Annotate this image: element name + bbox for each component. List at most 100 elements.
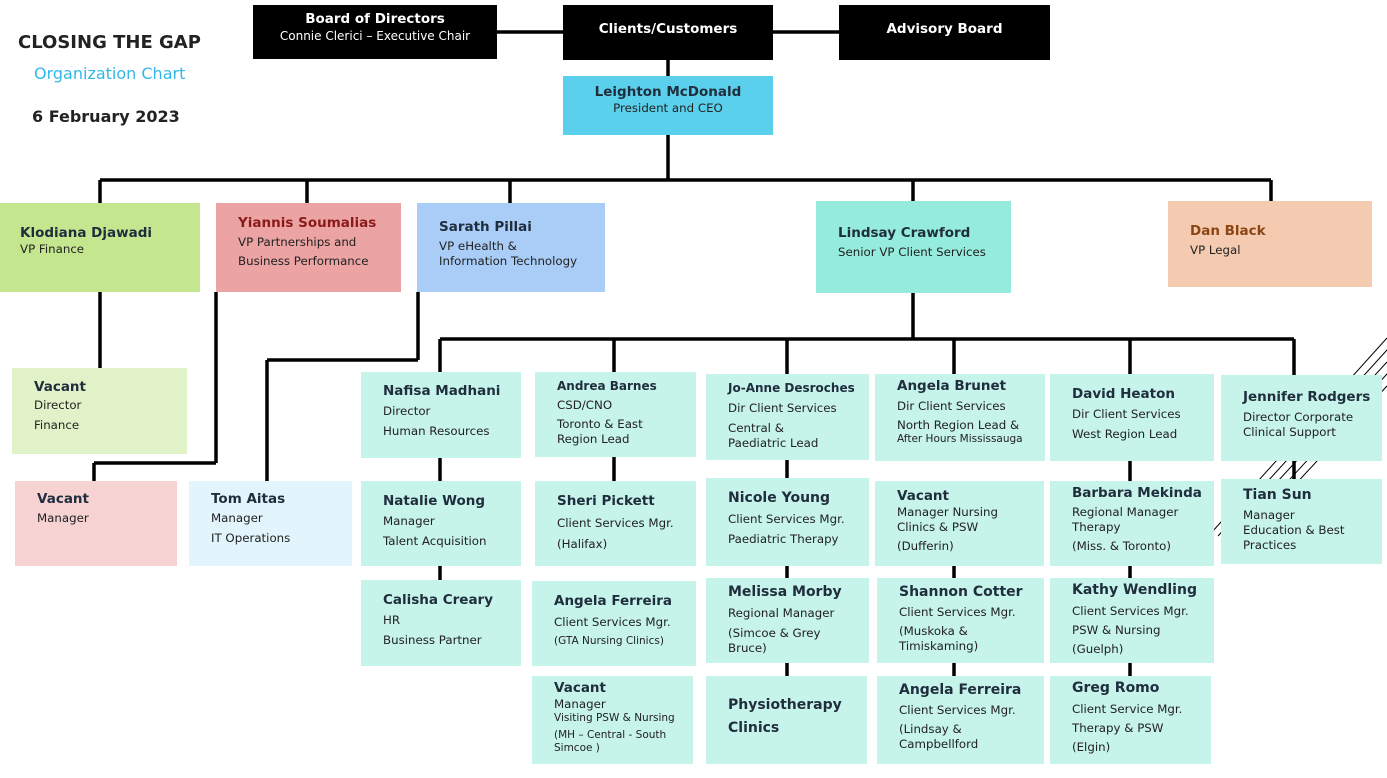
vp-client-services-name: Lindsay Crawford — [838, 225, 971, 241]
tom-aitas-line1: Manager — [211, 511, 263, 525]
vp-client-services-box: Lindsay Crawford Senior VP Client Servic… — [816, 201, 1011, 293]
melissa-morby-line3: Bruce) — [728, 641, 767, 655]
vacant-nursing-clinics-box: Vacant Manager Nursing Clinics & PSW (Du… — [875, 481, 1044, 566]
tian-sun-line2: Education & Best — [1243, 523, 1345, 537]
vacant-nursing-clinics-line3: (Dufferin) — [897, 539, 954, 553]
barbara-mekinda-name: Barbara Mekinda — [1072, 485, 1202, 501]
joanne-desroches-line2: Central & — [728, 421, 784, 435]
vacant-manager-name: Vacant — [37, 491, 89, 507]
vp-legal-box: Dan Black VP Legal — [1168, 201, 1372, 287]
melissa-morby-line1: Regional Manager — [728, 606, 835, 620]
board-of-directors-box: Board of Directors Connie Clerici – Exec… — [253, 5, 497, 59]
angela-brunet-name: Angela Brunet — [897, 378, 1007, 394]
vp-ehealth-box: Sarath Pillai VP eHealth & Information T… — [417, 203, 605, 292]
angela-ferreira-lindsay-name: Angela Ferreira — [899, 682, 1022, 698]
physiotherapy-line1: Physiotherapy — [728, 697, 842, 713]
vacant-psw-nursing-line1: Manager — [554, 697, 606, 711]
andrea-barnes-line1: CSD/CNO — [557, 398, 613, 412]
barbara-mekinda-box: Barbara Mekinda Regional Manager Therapy… — [1050, 481, 1214, 566]
jennifer-rodgers-line1: Director Corporate — [1243, 410, 1354, 424]
vacant-psw-nursing-line2: Visiting PSW & Nursing — [554, 712, 675, 724]
david-heaton-name: David Heaton — [1072, 386, 1176, 402]
advisory-board-box: Advisory Board — [839, 5, 1050, 60]
vp-partnerships-name: Yiannis Soumalias — [238, 215, 377, 231]
joanne-desroches-name: Jo-Anne Desroches — [728, 381, 855, 395]
tian-sun-box: Tian Sun Manager Education & Best Practi… — [1221, 479, 1382, 564]
vacant-nursing-clinics-line1: Manager Nursing — [897, 505, 998, 519]
chart-date: 6 February 2023 — [32, 107, 180, 126]
calisha-creary-name: Calisha Creary — [383, 592, 494, 608]
andrea-barnes-line3: Region Lead — [557, 432, 630, 446]
shannon-cotter-line2: (Muskoka & — [899, 624, 968, 638]
vacant-manager-title: Manager — [37, 511, 89, 525]
tom-aitas-line2: IT Operations — [211, 531, 291, 545]
vacant-nursing-clinics-name: Vacant — [897, 488, 949, 504]
natalie-wong-box: Natalie Wong Manager Talent Acquisition — [361, 481, 521, 566]
calisha-creary-line2: Business Partner — [383, 633, 482, 647]
greg-romo-box: Greg Romo Client Service Mgr. Therapy & … — [1050, 676, 1211, 764]
vp-partnerships-line2: Business Performance — [238, 254, 369, 268]
sheri-pickett-box: Sheri Pickett Client Services Mgr. (Hali… — [535, 481, 696, 566]
tian-sun-line3: Practices — [1243, 538, 1297, 552]
melissa-morby-line2: (Simcoe & Grey — [728, 626, 821, 640]
angela-brunet-line1: Dir Client Services — [897, 399, 1006, 413]
angela-ferreira-gta-box: Angela Ferreira Client Services Mgr. (GT… — [532, 581, 696, 666]
angela-ferreira-gta-name: Angela Ferreira — [554, 593, 673, 609]
sheri-pickett-name: Sheri Pickett — [557, 493, 655, 509]
calisha-creary-line1: HR — [383, 613, 401, 627]
ceo-title: President and CEO — [613, 101, 723, 115]
vp-ehealth-line1: VP eHealth & — [439, 239, 517, 253]
david-heaton-box: David Heaton Dir Client Services West Re… — [1050, 374, 1214, 461]
greg-romo-name: Greg Romo — [1072, 680, 1160, 696]
nafisa-madhani-name: Nafisa Madhani — [383, 383, 501, 399]
joanne-desroches-line3: Paediatric Lead — [728, 436, 819, 450]
barbara-mekinda-line2: Therapy — [1072, 520, 1121, 534]
physiotherapy-clinics-box: Physiotherapy Clinics — [706, 676, 867, 764]
vp-finance-name: Klodiana Djawadi — [20, 225, 153, 241]
nicole-young-line2: Paediatric Therapy — [728, 532, 839, 546]
tom-aitas-name: Tom Aitas — [211, 491, 286, 507]
vacant-director-finance-box: Vacant Director Finance — [12, 368, 187, 454]
nicole-young-box: Nicole Young Client Services Mgr. Paedia… — [706, 478, 869, 566]
angela-ferreira-lindsay-line3: Campbellford — [899, 737, 979, 751]
nafisa-madhani-box: Nafisa Madhani Director Human Resources — [361, 372, 521, 458]
shannon-cotter-box: Shannon Cotter Client Services Mgr. (Mus… — [877, 578, 1044, 663]
tian-sun-line1: Manager — [1243, 508, 1295, 522]
natalie-wong-line1: Manager — [383, 514, 435, 528]
vp-client-services-title: Senior VP Client Services — [838, 245, 986, 259]
vacant-manager-box: Vacant Manager — [15, 481, 177, 566]
kathy-wendling-line3: (Guelph) — [1072, 642, 1124, 656]
angela-brunet-line2: North Region Lead & — [897, 418, 1020, 432]
greg-romo-line2: Therapy & PSW — [1072, 721, 1164, 735]
physiotherapy-line2: Clinics — [728, 720, 780, 736]
angela-ferreira-lindsay-line2: (Lindsay & — [899, 722, 962, 736]
vp-partnerships-line1: VP Partnerships and — [238, 235, 357, 249]
david-heaton-line1: Dir Client Services — [1072, 407, 1181, 421]
vacant-psw-nursing-box: Vacant Manager Visiting PSW & Nursing (M… — [532, 676, 693, 764]
vp-ehealth-line2: Information Technology — [439, 254, 578, 268]
andrea-barnes-box: Andrea Barnes CSD/CNO Toronto & East Reg… — [535, 372, 696, 457]
sheri-pickett-line1: Client Services Mgr. — [557, 516, 674, 530]
vp-ehealth-name: Sarath Pillai — [439, 219, 532, 235]
david-heaton-line2: West Region Lead — [1072, 427, 1178, 441]
shannon-cotter-name: Shannon Cotter — [899, 584, 1023, 600]
vacant-psw-nursing-name: Vacant — [554, 680, 606, 696]
vacant-director-finance-line2: Finance — [34, 418, 80, 432]
kathy-wendling-line1: Client Services Mgr. — [1072, 604, 1189, 618]
nafisa-madhani-line1: Director — [383, 404, 431, 418]
sheri-pickett-line2: (Halifax) — [557, 537, 608, 551]
melissa-morby-box: Melissa Morby Regional Manager (Simcoe &… — [706, 578, 869, 663]
andrea-barnes-name: Andrea Barnes — [557, 379, 657, 393]
tom-aitas-box: Tom Aitas Manager IT Operations — [189, 481, 352, 566]
tian-sun-name: Tian Sun — [1243, 487, 1312, 503]
natalie-wong-name: Natalie Wong — [383, 493, 486, 509]
jennifer-rodgers-line2: Clinical Support — [1243, 425, 1336, 439]
ceo-box: Leighton McDonald President and CEO — [563, 76, 773, 135]
vacant-director-finance-name: Vacant — [34, 379, 86, 395]
angela-ferreira-lindsay-box: Angela Ferreira Client Services Mgr. (Li… — [877, 676, 1044, 764]
vp-partnerships-box: Yiannis Soumalias VP Partnerships and Bu… — [216, 203, 401, 292]
vacant-psw-nursing-line3: (MH – Central - South — [554, 729, 667, 741]
jennifer-rodgers-name: Jennifer Rodgers — [1243, 389, 1371, 405]
clients-box: Clients/Customers — [563, 5, 773, 60]
angela-brunet-line3: After Hours Mississauga — [897, 433, 1023, 445]
